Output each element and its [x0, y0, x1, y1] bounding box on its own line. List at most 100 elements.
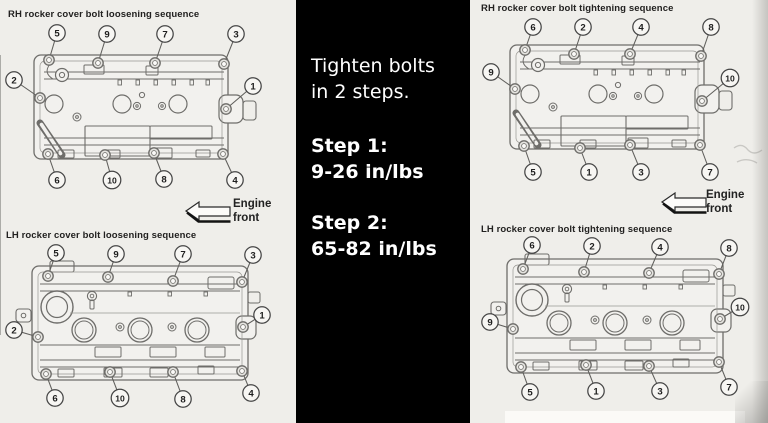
scan-right-edge-shadow [752, 0, 768, 423]
bolt-callout-8: 8 [148, 147, 173, 188]
scan-bottom-band [505, 411, 745, 423]
callout-number: 2 [580, 22, 585, 33]
callout-number: 6 [52, 393, 57, 404]
step2-value: 65-82 in/lbs [311, 238, 437, 260]
rh-loosening-diagram: 5 9 7 3 2 1 6 10 8 4 [5, 24, 262, 223]
bolt-callout-2: 2 [5, 71, 46, 104]
diagram-title-rh-tightening: RH rocker cover bolt tightening sequence [481, 3, 674, 14]
engine-front-line1: Engine [233, 198, 272, 210]
engine-front-line1: Engine [706, 189, 745, 201]
callout-number: 9 [104, 29, 109, 40]
callout-number: 6 [54, 175, 59, 186]
bolt-callout-2: 2 [5, 321, 44, 343]
bolt-callout-9: 9 [102, 245, 125, 283]
callout-number: 7 [726, 382, 731, 393]
bolt-callout-10: 10 [714, 297, 750, 325]
callout-number: 4 [638, 22, 644, 33]
callout-number: 4 [232, 175, 238, 186]
bolt-callout-8: 8 [713, 239, 738, 280]
bolt-callout-3: 3 [643, 360, 669, 400]
bolt-callout-7: 7 [694, 139, 719, 181]
bolt-callout-6: 6 [519, 18, 542, 56]
engine-front-label-right: Engine front [706, 189, 744, 216]
callout-number: 3 [638, 167, 643, 178]
bolt-callout-5: 5 [42, 244, 65, 282]
step2-spec: Step 2: 65-82 in/lbs [311, 210, 437, 262]
torque-intro-text: Tighten bolts in 2 steps. [311, 53, 435, 105]
callout-number: 3 [657, 386, 662, 397]
callout-number: 1 [259, 310, 265, 321]
bolt-callout-9: 9 [482, 63, 521, 95]
bolt-callout-2: 2 [578, 237, 601, 278]
callout-number: 5 [53, 248, 59, 259]
bolt-callout-4: 4 [624, 18, 650, 60]
bolt-callout-5: 5 [518, 140, 542, 181]
callout-number: 7 [707, 167, 712, 178]
engine-front-arrow-icon [660, 191, 707, 214]
bolt-callout-7: 7 [713, 356, 738, 396]
bolt-callout-4: 4 [643, 238, 669, 279]
bolt-callout-3: 3 [218, 25, 245, 70]
callout-number: 5 [527, 387, 533, 398]
bolt-callout-7: 7 [167, 245, 192, 287]
bolt-callout-8: 8 [167, 366, 192, 408]
callout-number: 2 [11, 325, 16, 336]
callout-number: 4 [657, 242, 663, 253]
callout-number: 9 [488, 67, 493, 78]
callout-number: 8 [180, 394, 186, 405]
bolt-callout-1: 1 [574, 142, 598, 181]
callout-number: 9 [487, 317, 492, 328]
bolt-callout-10: 10 [99, 149, 122, 190]
callout-number: 5 [530, 167, 536, 178]
step2-label: Step 2: [311, 212, 388, 234]
callout-number: 8 [708, 22, 714, 33]
lh-loosening-diagram: 5 9 7 3 2 1 6 10 8 4 [5, 244, 271, 408]
bolt-callout-6: 6 [40, 368, 64, 407]
bolt-callout-1: 1 [237, 306, 271, 333]
intro-line2: in 2 steps. [311, 81, 410, 103]
callout-number: 7 [162, 29, 167, 40]
scan-pencil-smudge [733, 144, 763, 164]
bolt-callout-6: 6 [42, 148, 66, 189]
diagram-title-lh-tightening: LH rocker cover bolt tightening sequence [481, 224, 673, 235]
step1-spec: Step 1: 9-26 in/lbs [311, 133, 424, 185]
bolt-callout-4: 4 [236, 365, 260, 402]
callout-number: 6 [530, 22, 535, 33]
bolt-callout-9: 9 [92, 25, 116, 69]
bolt-callout-10: 10 [104, 366, 130, 408]
callout-number: 6 [529, 240, 534, 251]
bolt-callout-3: 3 [624, 139, 650, 181]
bolt-callout-2: 2 [568, 18, 592, 60]
engine-front-label-left: Engine front [233, 198, 271, 225]
engine-front-arrow-icon [184, 200, 231, 223]
intro-line1: Tighten bolts [311, 55, 435, 77]
engine-front-line2: front [233, 211, 260, 224]
rocker-cover-drawing [490, 253, 736, 374]
torque-instructions-panel: Tighten bolts in 2 steps. Step 1: 9-26 i… [296, 0, 470, 423]
callout-number: 3 [250, 250, 255, 261]
bolt-callout-8: 8 [695, 18, 720, 62]
callout-number: 10 [115, 393, 125, 403]
scan-left-edge-line [0, 55, 1, 335]
bolt-callout-1: 1 [580, 359, 605, 400]
rocker-cover-drawing [33, 54, 257, 160]
diagram-title-rh-loosening: RH rocker cover bolt loosening sequence [8, 9, 200, 20]
callout-number: 9 [113, 249, 118, 260]
bolt-callout-10: 10 [696, 68, 740, 107]
callout-number: 2 [589, 241, 594, 252]
callout-number: 4 [248, 388, 254, 399]
rh-tightening-diagram: 6 2 4 8 9 10 5 1 3 7 [482, 18, 740, 214]
callout-number: 5 [54, 28, 60, 39]
bolt-callout-7: 7 [149, 25, 174, 69]
callout-number: 8 [726, 243, 732, 254]
bolt-callout-5: 5 [515, 361, 539, 401]
bolt-callout-6: 6 [517, 236, 541, 275]
rocker-cover-drawing [509, 44, 733, 150]
bolt-callout-1: 1 [220, 77, 262, 115]
callout-number: 2 [11, 75, 16, 86]
callout-number: 3 [233, 29, 238, 40]
step1-value: 9-26 in/lbs [311, 161, 424, 183]
callout-number: 1 [586, 167, 592, 178]
